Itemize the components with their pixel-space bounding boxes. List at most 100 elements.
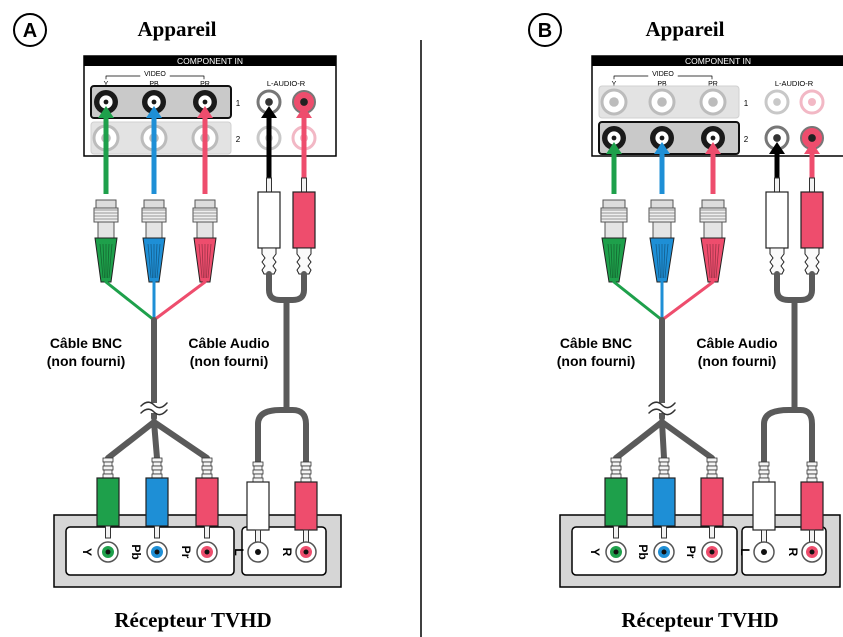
receiver-plug-pr-neck-ring — [706, 465, 718, 471]
receiver-plug-pr-neck-ring — [201, 465, 213, 471]
bnc-plug-pb — [141, 199, 167, 283]
audio-label: L-AUDIO-R — [775, 79, 814, 88]
receiver-plug-l — [246, 461, 270, 543]
bnc-split-pb — [151, 419, 160, 461]
component-jack-y-row2 — [602, 126, 626, 150]
bnc-plug-pb-body — [652, 221, 672, 239]
component-jack-y-row1-pin — [609, 97, 619, 107]
receiver-plug-r-neck-ring — [301, 473, 311, 479]
receiver-plug-l-neck-ring — [758, 477, 770, 483]
device-title: Appareil — [138, 17, 217, 41]
bnc-cable-note: (non fourni) — [557, 353, 636, 369]
video-bracket-left — [613, 75, 649, 80]
audio-plug-l-top-neck — [769, 247, 785, 275]
arrow-y — [98, 106, 114, 194]
audio-plug-l-top-body — [257, 191, 281, 249]
badge-circle — [13, 13, 47, 47]
receiver-plug-pr-tip — [709, 525, 715, 539]
audio-cable-bottom-loop — [255, 407, 309, 465]
component-jack-pr-row1 — [699, 88, 727, 116]
component-jack-pr-row2 — [701, 126, 725, 150]
receiver-plug-y-neck-ring — [610, 457, 622, 463]
receiver-plug-l-neck-ring — [759, 465, 769, 471]
bnc-plug-pr-cap — [194, 199, 216, 209]
receiver-plug-r-neck-ring — [301, 465, 311, 471]
receiver-plug-pb-neck-ring — [658, 473, 670, 479]
bnc-plug-pr-stripe — [207, 243, 212, 279]
audio-cable-label: Câble Audio — [188, 335, 269, 351]
arrow-pr — [197, 106, 213, 194]
cable-break — [648, 401, 676, 416]
receiver-port-label-y: Y — [80, 548, 94, 556]
arrow-pb-head — [146, 106, 162, 118]
bnc-split-y — [613, 419, 665, 461]
receiver-plug-l-tip — [255, 529, 261, 543]
arrow-audio-l — [261, 106, 277, 178]
audio-cable-note: (non fourni) — [698, 353, 777, 369]
receiver-plug-y-body — [604, 477, 628, 527]
audio-plug-l-top-tip — [774, 177, 780, 193]
receiver-plug-r-tip — [303, 529, 309, 543]
arrow-audio-r — [804, 142, 820, 178]
receiver-plug-y-neck-ring — [611, 461, 621, 467]
cable-break-line1 — [140, 401, 168, 409]
bnc-plug-pr-stripe — [714, 243, 717, 279]
audio-plug-r-top — [800, 177, 824, 275]
receiver-plug-pr-neck-ring — [707, 469, 717, 475]
receiver-title: Récepteur TVHD — [114, 608, 271, 632]
cable-break-line2 — [648, 408, 676, 416]
receiver-plug-pb-neck-ring — [659, 469, 669, 475]
receiver-jack-y-pin — [613, 549, 619, 555]
bnc-plug-pb-boot — [649, 237, 675, 283]
receiver-plug-l-tip — [761, 529, 767, 543]
bnc-plug-pb-stripe — [155, 243, 158, 279]
receiver-plug-r-body — [800, 481, 824, 531]
bnc-fan-pr — [660, 280, 715, 322]
audio-plug-l-top-neck — [261, 247, 277, 275]
receiver-plug-pb — [652, 457, 676, 539]
receiver-plug-l-neck-ring — [253, 465, 263, 471]
arrow-audio-l-head — [261, 106, 277, 118]
receiver-plug-y-neck-ring — [102, 465, 114, 471]
receiver-plug-pb-body — [652, 477, 676, 527]
bnc-cable-note: (non fourni) — [47, 353, 126, 369]
video-channel-y: Y — [612, 81, 617, 88]
bnc-plug-y-stripe — [108, 243, 113, 279]
audio-jack-l-row1-pin — [773, 98, 781, 106]
receiver-plug-r — [294, 461, 318, 543]
receiver-plug-r-neck-ring — [806, 477, 818, 483]
bnc-plug-y-stripe — [616, 243, 621, 279]
bnc-plug-pb — [648, 199, 676, 283]
row-number-1: 1 — [236, 99, 241, 108]
bnc-plug-pr-stripe — [206, 243, 209, 279]
component-jack-pb-row2 — [650, 126, 674, 150]
receiver-plug-pr-neck-ring — [202, 461, 212, 467]
component-jack-pb-row1-pin — [151, 99, 157, 105]
audio-jack-r-row2-pin — [808, 134, 816, 142]
receiver-plug-y-neck-ring — [610, 465, 622, 471]
receiver-plug-y-neck-ring — [103, 469, 113, 475]
receiver-plug-y-neck-ring — [103, 461, 113, 467]
audio-label-bg — [690, 334, 784, 372]
audio-cable-note: (non fourni) — [190, 353, 269, 369]
bnc-cable-label: Câble BNC — [50, 335, 122, 351]
row-number-1: 1 — [744, 99, 749, 108]
receiver-plug-pb-tip — [661, 525, 667, 539]
arrow-pb — [146, 106, 162, 194]
audio-plug-r-top-tip — [809, 177, 815, 193]
bnc-plug-y-stripe — [607, 243, 612, 279]
bnc-plug-y-stripe — [107, 243, 110, 279]
arrow-pr-head — [197, 106, 213, 118]
receiver-plug-pr-neck-ring — [202, 469, 212, 475]
audio-plug-r-top-body — [292, 191, 316, 249]
component-jack-pr-row1-pin — [202, 99, 208, 105]
bnc-plug-pr-stripe — [715, 243, 720, 279]
receiver-plug-pb-neck-ring — [659, 461, 669, 467]
arrow-pb-head — [654, 142, 670, 154]
receiver-plug-l-neck-ring — [758, 461, 770, 467]
component-jack-y-row1 — [600, 88, 628, 116]
bnc-plug-pr-boot — [193, 237, 217, 283]
arrow-pb — [654, 142, 670, 194]
